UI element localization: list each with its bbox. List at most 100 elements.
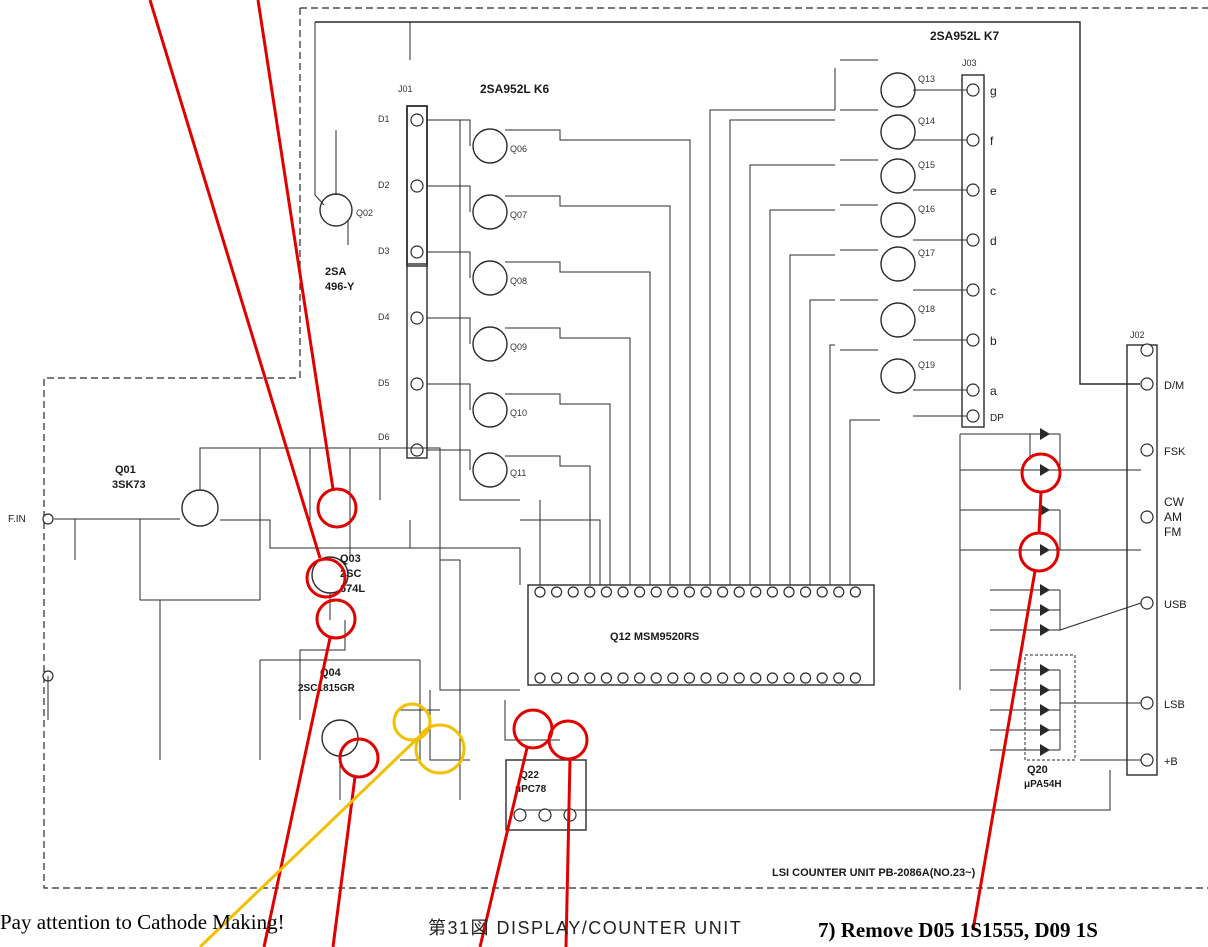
svg-text:b: b	[990, 334, 997, 348]
j01-pins-lower	[406, 105, 428, 459]
q22-type: μPC78	[515, 784, 547, 795]
svg-text:Q19: Q19	[918, 360, 935, 370]
j02-connector	[1126, 344, 1158, 776]
right-transistor-type: 2SA952L K7	[930, 29, 999, 43]
q12-pin	[667, 672, 679, 684]
q20-type: μPA54H	[1024, 779, 1062, 790]
leader-q03	[148, 0, 322, 559]
q12-pin	[766, 672, 779, 684]
q12-pin	[534, 586, 546, 598]
marker-r14	[315, 598, 357, 640]
svg-text:D3: D3	[378, 246, 390, 256]
svg-text:D4: D4	[378, 312, 390, 322]
annotation-remove-diodes: 7) Remove D05 1S1555, D09 1S	[818, 918, 1098, 942]
svg-text:Q16: Q16	[918, 204, 935, 214]
svg-text:a: a	[990, 384, 997, 398]
segment-output-pins: g f e d c b a DP	[966, 83, 1004, 424]
svg-text:Q15: Q15	[918, 160, 935, 170]
leader-q22-out	[564, 758, 572, 947]
q12-pin	[550, 672, 563, 684]
svg-text:Q08: Q08	[510, 276, 527, 286]
q12-ic	[527, 584, 875, 686]
marker-d-cathode-2	[414, 723, 466, 775]
j03-label: J03	[962, 58, 977, 68]
marker-q22-out	[547, 719, 589, 761]
q12-pin	[650, 586, 662, 598]
svg-text:g: g	[990, 84, 997, 98]
q12-pin	[716, 586, 729, 598]
q12-pin	[849, 586, 862, 598]
q12-pin	[799, 586, 812, 598]
digit-pin-labels: D1 D2 D3 D4 D5 D6	[378, 114, 390, 442]
transistor-q08: Q08	[472, 260, 527, 296]
q22-label: Q22	[520, 770, 539, 781]
q12-pin	[833, 586, 845, 598]
svg-text:D2: D2	[378, 180, 390, 190]
svg-text:DP: DP	[990, 413, 1004, 424]
svg-text:c: c	[990, 284, 996, 298]
svg-text:f: f	[990, 134, 994, 148]
transistor-q01: Q01 3SK73	[112, 464, 219, 527]
q12-pin	[534, 672, 546, 684]
marker-q04-emitter	[338, 737, 380, 779]
q12-label: Q12 MSM9520RS	[610, 631, 699, 643]
marker-d-cathode-1	[392, 702, 432, 742]
q12-pin	[683, 672, 696, 684]
q12-pin	[567, 672, 579, 684]
j01-pins	[410, 113, 424, 259]
leader-r10	[256, 0, 335, 490]
annotation-cathode-warning: Pay attention to Cathode Making!	[0, 910, 285, 934]
svg-text:Q17: Q17	[918, 248, 935, 258]
q12-pin	[816, 672, 828, 684]
svg-text:Q01: Q01	[115, 464, 136, 476]
q12-pin	[766, 586, 779, 598]
left-transistor-wiring	[427, 119, 691, 585]
transistor-q06: Q06	[472, 128, 527, 164]
svg-text:Q18: Q18	[918, 304, 935, 314]
svg-text:Q02: Q02	[356, 208, 373, 218]
q12-pin	[584, 586, 596, 598]
j02-label: J02	[1130, 330, 1145, 340]
yellow-markers	[198, 702, 466, 947]
right-transistor-wiring	[709, 59, 967, 585]
fin-label: F.IN	[8, 514, 26, 525]
q12-pin	[700, 672, 712, 684]
q12-pin	[799, 672, 812, 684]
svg-text:3SK73: 3SK73	[112, 479, 146, 491]
leader-r14	[262, 637, 332, 947]
svg-text:2SC1815GR: 2SC1815GR	[298, 683, 355, 694]
svg-text:LSB: LSB	[1164, 699, 1185, 711]
q12-pin	[700, 586, 712, 598]
transistor-q10: Q10	[472, 392, 527, 428]
q12-pin	[584, 672, 596, 684]
leader-d09	[971, 570, 1037, 931]
svg-text:FM: FM	[1164, 525, 1181, 539]
red-markers	[148, 0, 1062, 947]
q12-pin	[683, 586, 696, 598]
svg-text:CW: CW	[1164, 495, 1185, 509]
q12-pin	[733, 672, 745, 684]
unit-label: LSI COUNTER UNIT PB-2086A(NO.23~)	[772, 867, 976, 879]
q22-regulator	[505, 759, 587, 831]
transistor-q11: Q11	[472, 452, 526, 488]
q12-pin	[550, 586, 563, 598]
j01-label: J01	[398, 84, 413, 94]
unit-boundary	[43, 7, 1208, 889]
svg-text:D/M: D/M	[1164, 380, 1184, 392]
svg-text:Q09: Q09	[510, 342, 527, 352]
svg-text:674L: 674L	[340, 583, 365, 595]
figure-caption: 第31図 DISPLAY/COUNTER UNIT	[428, 918, 743, 938]
q12-pin	[567, 586, 579, 598]
transistor-q02: Q02 2SA 496-Y	[314, 22, 411, 293]
right-transistors: Q13 Q14 Q15 Q16 Q17 Q18 Q19	[880, 72, 935, 394]
svg-text:Q04: Q04	[320, 667, 342, 679]
q12-pin	[667, 586, 679, 598]
svg-text:D1: D1	[378, 114, 390, 124]
svg-text:Q11: Q11	[510, 468, 526, 478]
svg-text:Q14: Q14	[918, 116, 935, 126]
svg-text:Q07: Q07	[510, 210, 527, 220]
marker-q22-in	[512, 708, 554, 750]
q12-pin	[750, 586, 762, 598]
marker-d09	[1018, 531, 1060, 573]
q20-label: Q20	[1027, 764, 1048, 776]
